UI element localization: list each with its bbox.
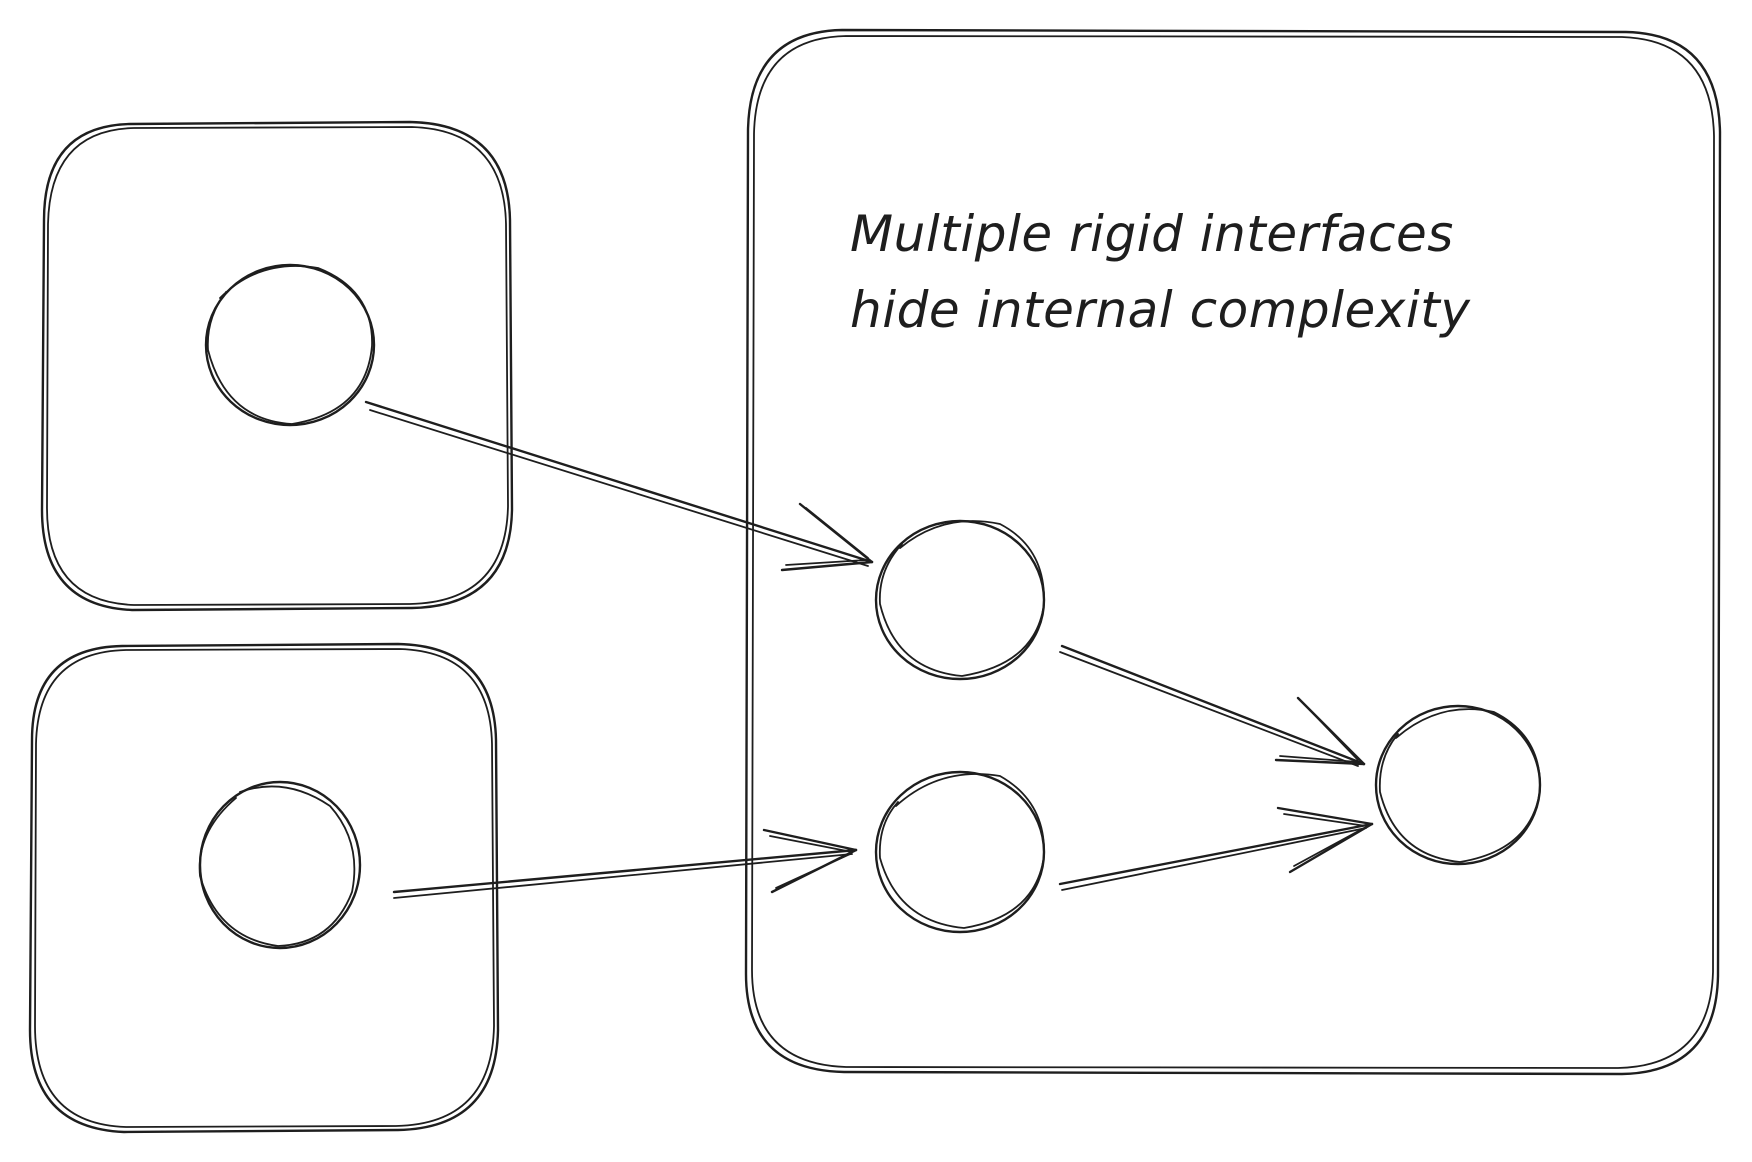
node-internal-a (874, 519, 1046, 681)
caption-line-1: Multiple rigid interfaces (850, 205, 1454, 263)
arrow-source-bottom-to-internal-b (392, 828, 858, 899)
node-internal-b (874, 770, 1046, 934)
left-bottom-container (28, 642, 500, 1134)
caption-line-2: hide internal complexity (850, 281, 1471, 339)
node-source-top (204, 263, 376, 427)
node-source-bottom (198, 780, 362, 950)
diagram-caption: Multiple rigid interfaces hide internal … (850, 196, 1570, 348)
arrow-internal-b-to-internal-c (1058, 806, 1374, 891)
node-internal-c (1374, 704, 1542, 866)
arrow-internal-a-to-internal-c (1059, 644, 1366, 767)
arrow-source-top-to-internal-a (364, 400, 874, 572)
left-top-container (40, 120, 514, 612)
internal-container (744, 28, 1722, 1076)
